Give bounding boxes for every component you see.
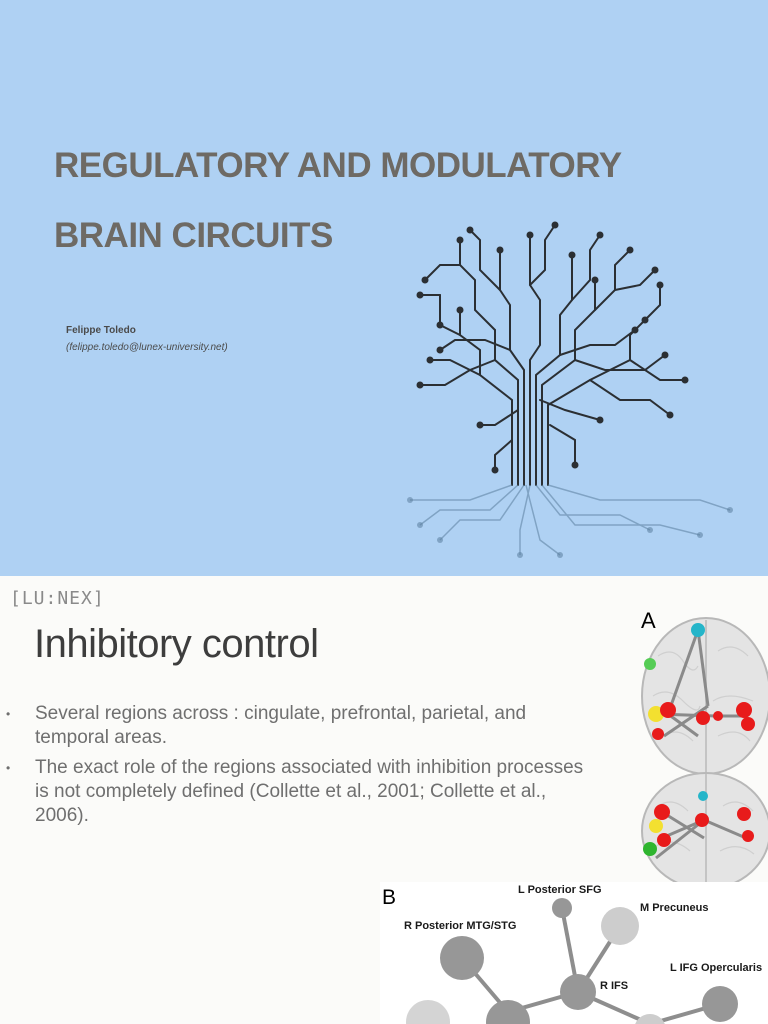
- title-slide: REGULATORY AND MODULATORY BRAIN CIRCUITS…: [0, 0, 768, 576]
- panel-b-label: B: [382, 886, 397, 909]
- bullet-list: • Several regions across : cingulate, pr…: [6, 702, 596, 834]
- network-graph: [406, 898, 738, 1024]
- bullet-marker: •: [6, 707, 11, 721]
- bullet-item: • Several regions across : cingulate, pr…: [6, 702, 596, 750]
- node-label-m-precuneus: M Precuneus: [640, 902, 709, 914]
- node-label-l-posterior-sfg: L Posterior SFG: [518, 884, 602, 896]
- bullet-marker: •: [6, 761, 11, 775]
- content-slide: [LU:NEX] Inhibitory control • Several re…: [0, 576, 768, 1024]
- network-figure: L Posterior SFG M Precuneus R Posterior …: [380, 882, 768, 1024]
- author-name: Felippe Toledo: [66, 325, 136, 336]
- bullet-item: • The exact role of the regions associat…: [6, 756, 596, 828]
- node-label-l-ifg-opercularis: L IFG Opercularis: [670, 962, 763, 974]
- panel-a-label: A: [641, 608, 656, 633]
- slide-title: Inhibitory control: [34, 622, 319, 666]
- node-label-r-ifs: R IFS: [600, 980, 629, 992]
- lunex-logo: [LU:NEX]: [10, 588, 105, 609]
- brain-figure: [641, 617, 768, 890]
- author-email: (felippe.toledo@lunex-university.net): [66, 342, 228, 353]
- circuit-tree-illustration: [407, 221, 733, 558]
- node-label-r-posterior-mtg-stg: R Posterior MTG/STG: [404, 920, 517, 932]
- bullet-text: Several regions across : cingulate, pref…: [35, 703, 527, 748]
- slide-title-line-2: BRAIN CIRCUITS: [54, 216, 333, 255]
- slide-title-line-1: REGULATORY AND MODULATORY: [54, 146, 622, 185]
- bullet-text: The exact role of the regions associated…: [35, 757, 584, 826]
